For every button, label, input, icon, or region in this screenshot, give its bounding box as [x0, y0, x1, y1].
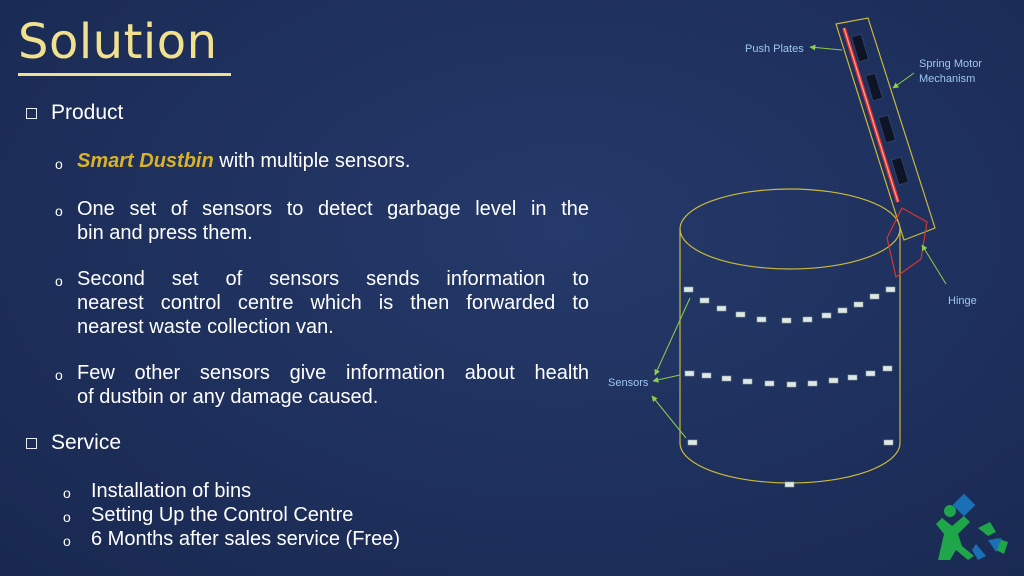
product-item-2-line-1: One set of sensors to detect garbage lev… — [77, 198, 589, 220]
annotation-arrows — [651, 44, 947, 439]
bullet-icon: o — [55, 367, 63, 383]
product-item-1-text: with multiple sensors. — [213, 150, 411, 172]
section-service: Service — [26, 431, 121, 455]
smart-dustbin-highlight: Smart Dustbin — [77, 150, 214, 172]
checkbox-bullet-icon — [26, 437, 37, 449]
service-item: Setting Up the Control Centre — [91, 504, 354, 526]
label-push-plates: Push Plates — [745, 43, 804, 55]
hinge-shape — [886, 207, 928, 279]
product-item-4: Few other sensors give information about… — [77, 361, 589, 409]
sensor-ring-upper — [683, 286, 896, 324]
bullet-icon: o — [63, 509, 71, 525]
recycling-person-logo-icon — [936, 494, 1008, 560]
sensor-extra — [687, 439, 894, 488]
bullet-icon: o — [55, 203, 63, 219]
product-item-3-line-2: nearest control centre which is then for… — [77, 292, 589, 314]
product-item-3: Second set of sensors sends information … — [77, 267, 589, 339]
bin-body — [679, 188, 901, 484]
product-item-2-line-2: bin and press them. — [77, 222, 253, 244]
sensor-ring-lower — [684, 365, 893, 388]
spring-motor-blocks — [850, 33, 910, 186]
label-hinge: Hinge — [948, 295, 977, 307]
title-underline — [18, 73, 231, 76]
label-spring-motor-line-2: Mechanism — [919, 73, 975, 85]
bin-lid — [835, 17, 936, 279]
product-item-4-line-1: Few other sensors give information about… — [77, 362, 589, 384]
bullet-icon: o — [55, 273, 63, 289]
product-item-3-line-1: Second set of sensors sends information … — [77, 268, 589, 290]
product-item-2: One set of sensors to detect garbage lev… — [77, 197, 589, 245]
service-item: Installation of bins — [91, 480, 252, 502]
section-service-label: Service — [51, 431, 122, 454]
bullet-icon: o — [63, 485, 71, 501]
section-product: Product — [26, 101, 123, 125]
service-item: 6 Months after sales service (Free) — [91, 528, 400, 550]
product-item-3-line-3: nearest waste collection van. — [77, 316, 334, 338]
bullet-icon: o — [55, 156, 63, 172]
product-item-1: Smart Dustbin with multiple sensors. — [77, 149, 597, 173]
product-item-4-line-2: of dustbin or any damage caused. — [77, 386, 379, 408]
checkbox-bullet-icon — [26, 107, 37, 119]
label-spring-motor-line-1: Spring Motor — [919, 58, 982, 70]
bullet-icon: o — [63, 533, 71, 549]
label-sensors: Sensors — [608, 377, 649, 389]
section-product-label: Product — [51, 101, 124, 124]
slide-title: Solution — [18, 14, 218, 70]
